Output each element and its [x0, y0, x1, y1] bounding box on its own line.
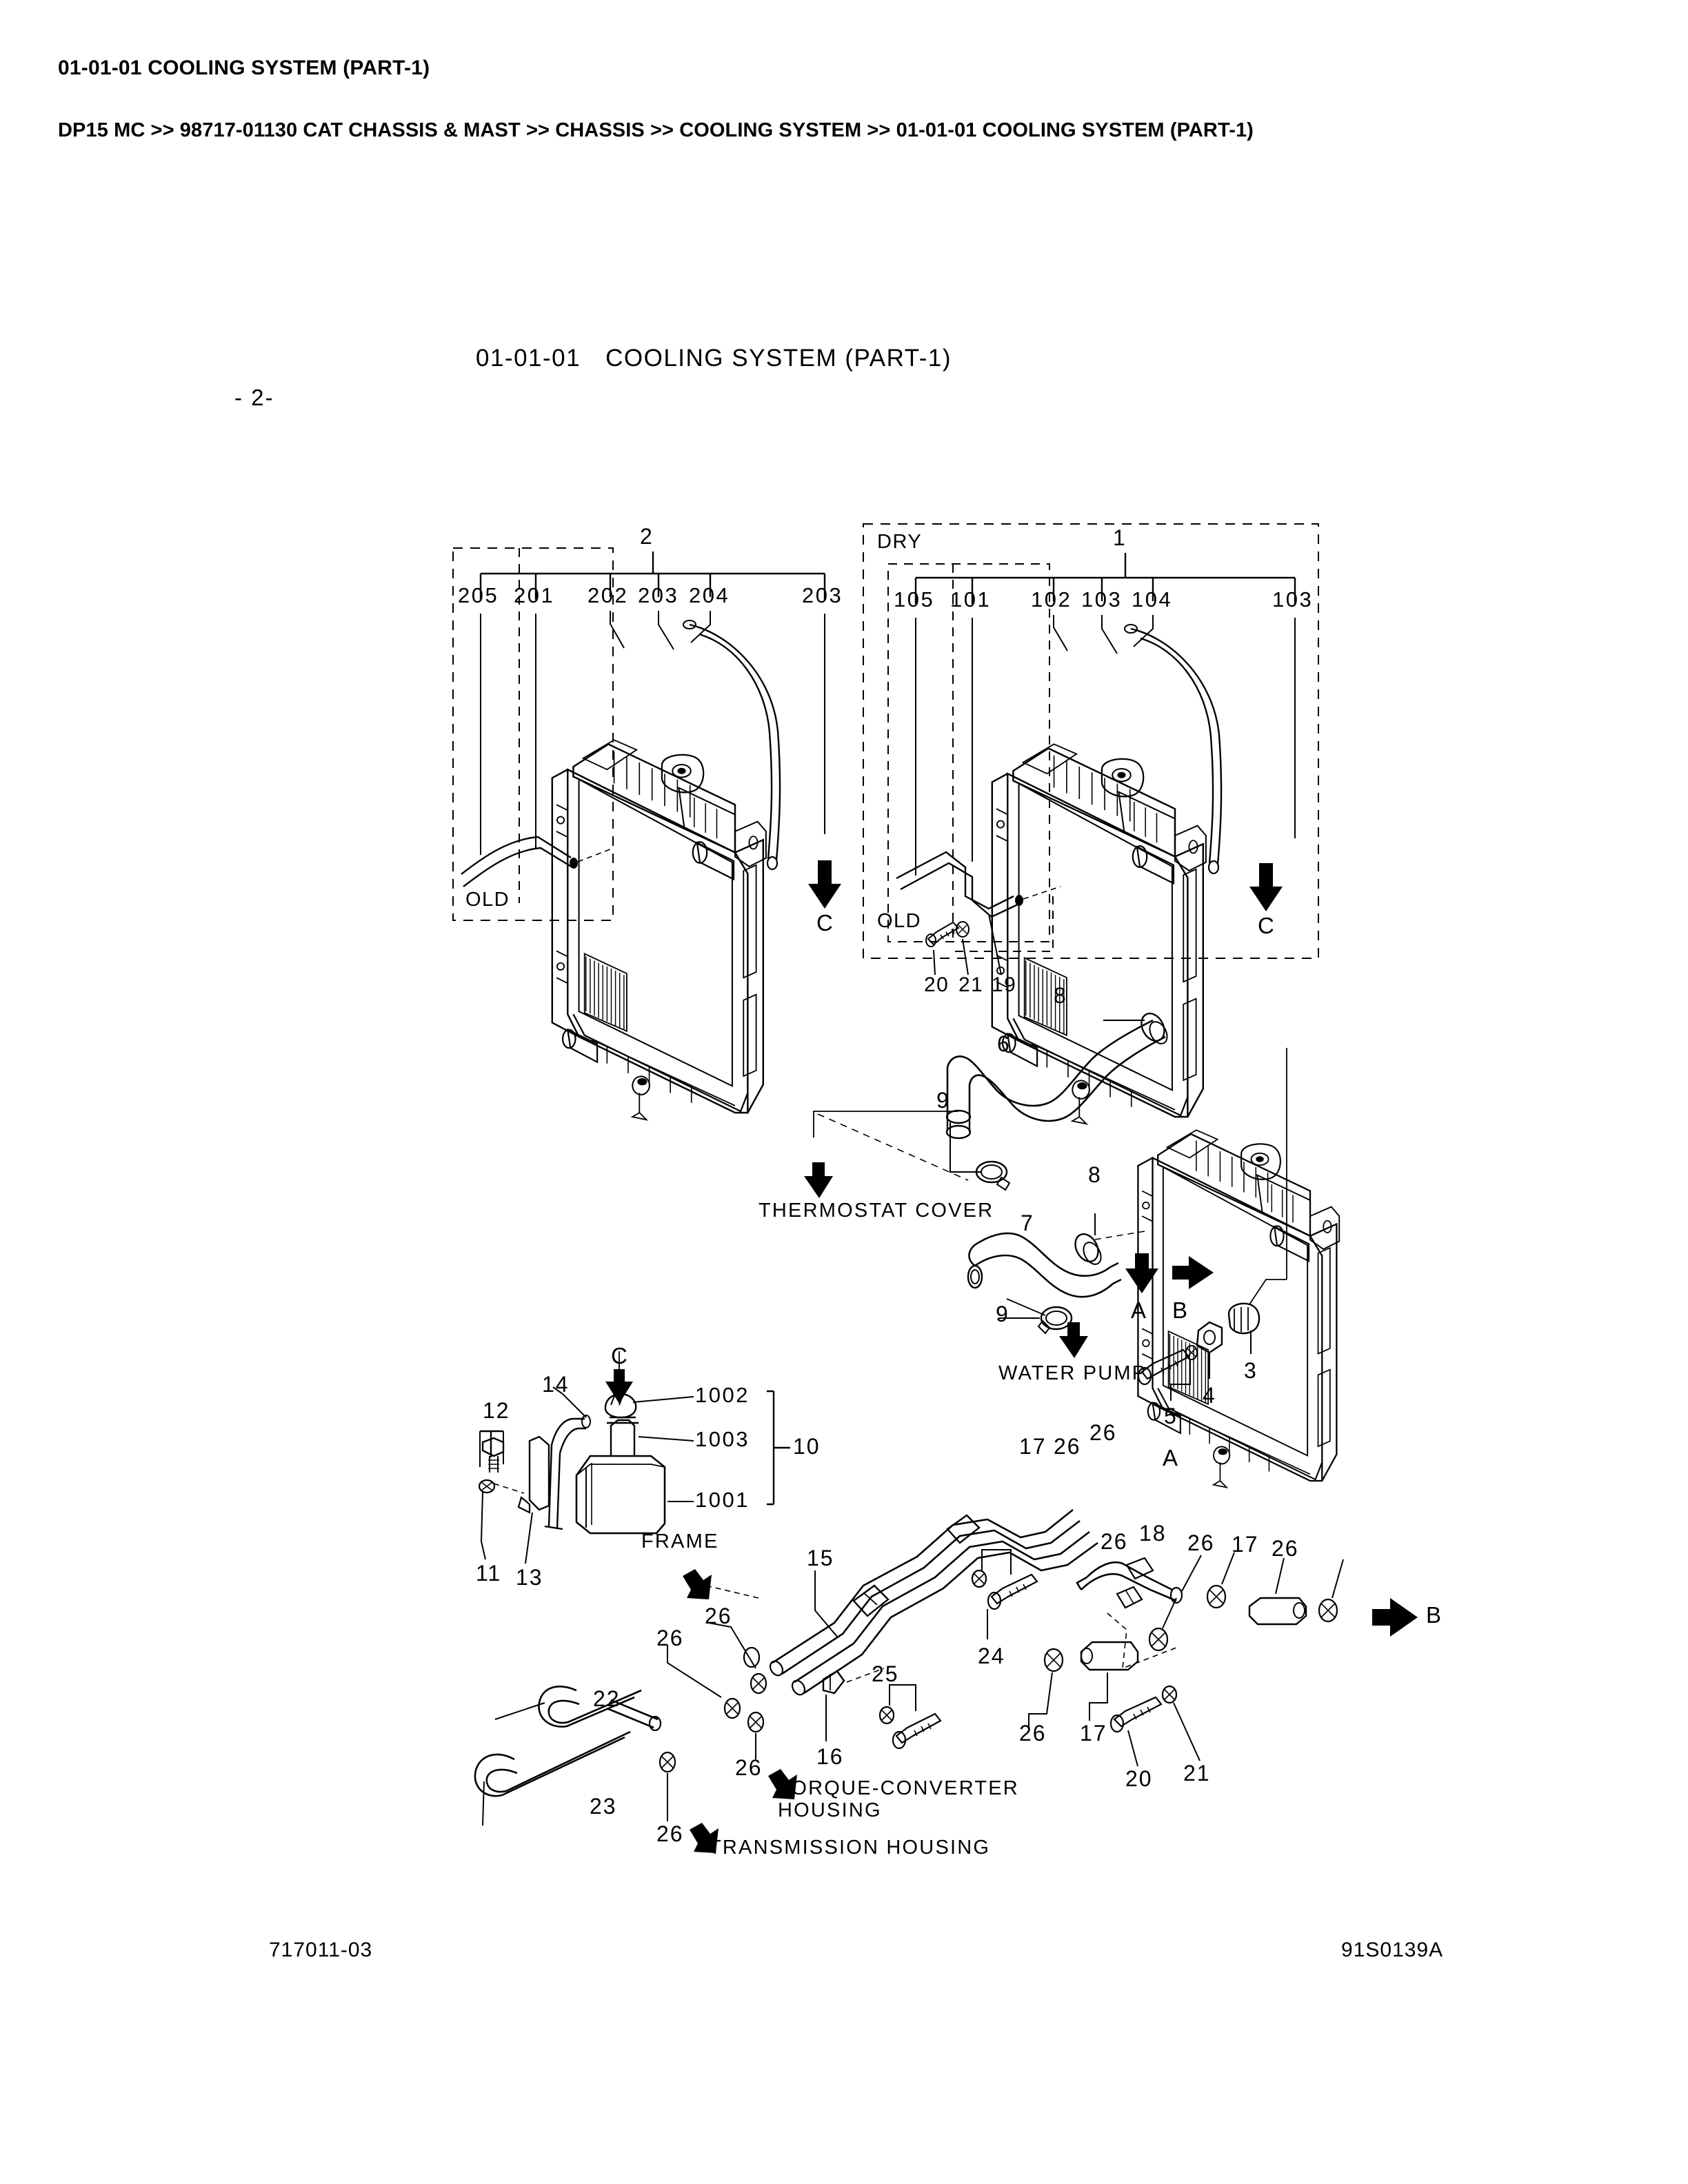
- item-24: 24: [978, 1644, 1005, 1668]
- tag-old-left: OLD: [465, 889, 510, 911]
- item-20-upper: 20: [924, 973, 950, 996]
- oring-26-d: 26: [656, 1821, 684, 1846]
- oring-26-h: 26: [1019, 1721, 1047, 1746]
- section-label-transmission-housing: TRANSMISSION HOUSING: [709, 1837, 991, 1859]
- callout-right-assembly: 1: [1113, 525, 1127, 550]
- item-20-lower: 20: [1125, 1766, 1153, 1791]
- leader-201: 201: [514, 583, 555, 607]
- leader-102: 102: [1031, 587, 1072, 611]
- leader-104: 104: [1132, 587, 1173, 611]
- section-label-frame: FRAME: [641, 1530, 719, 1553]
- item-12: 12: [483, 1398, 510, 1423]
- item-8-mid: 8: [1088, 1162, 1102, 1187]
- item-25: 25: [872, 1661, 899, 1686]
- leader-205: 205: [458, 583, 499, 607]
- leader-101: 101: [950, 587, 992, 611]
- oring-26-j: 26: [1089, 1420, 1117, 1445]
- breadcrumb: DP15 MC >> 98717-01130 CAT CHASSIS & MAS…: [58, 119, 1254, 141]
- leader-203-a: 203: [638, 583, 679, 607]
- leader-203-b: 203: [802, 583, 843, 607]
- arrow-mark-c-reservoir: C: [611, 1343, 628, 1368]
- item-21-upper: 21: [958, 973, 984, 996]
- arrow-mark-a-mid: A: [1131, 1297, 1147, 1323]
- torque-converter-line2: HOUSING: [778, 1799, 882, 1822]
- drawing-code: 01-01-01: [476, 345, 581, 372]
- oring-26-i: 26: [1054, 1434, 1081, 1459]
- tag-old-right: OLD: [877, 910, 922, 932]
- right-assembly-group: [863, 523, 1319, 1125]
- arrow-mark-c-right: C: [1258, 913, 1275, 938]
- leader-202: 202: [587, 583, 629, 607]
- drawing-title: 01-01-01 COOLING SYSTEM (PART-1): [476, 345, 952, 372]
- leader-103-a: 103: [1081, 587, 1123, 611]
- item-18: 18: [1139, 1521, 1167, 1546]
- oring-26-g: 26: [1101, 1529, 1128, 1554]
- arrow-mark-c-left: C: [816, 910, 834, 936]
- tag-dry: DRY: [877, 531, 923, 553]
- page-title: 01-01-01 COOLING SYSTEM (PART-1): [58, 57, 430, 79]
- oring-26-e: 26: [1187, 1530, 1215, 1555]
- subitem-1001: 1001: [695, 1488, 750, 1512]
- footer-right-code: 91S0139A: [1341, 1939, 1444, 1961]
- item-21-lower: 21: [1183, 1761, 1211, 1786]
- section-label-thermostat-cover: THERMOSTAT COVER: [758, 1200, 994, 1222]
- subitem-1002: 1002: [695, 1383, 750, 1407]
- leader-103-b: 103: [1272, 587, 1314, 611]
- item-13: 13: [516, 1565, 543, 1590]
- oring-26-f: 26: [1272, 1536, 1299, 1561]
- callout-reservoir-group: 10: [793, 1434, 821, 1459]
- section-label-torque-converter-housing: TORQUE-CONVERTER HOUSING: [778, 1777, 1019, 1822]
- arrow-mark-b-mid: B: [1172, 1297, 1189, 1323]
- section-label-water-pump: WATER PUMP: [998, 1362, 1147, 1384]
- arrow-mark-a-lower: A: [1163, 1445, 1179, 1470]
- oring-26-c: 26: [735, 1755, 763, 1780]
- arrow-mark-b-lower: B: [1426, 1602, 1443, 1628]
- item-17-b: 17: [1080, 1721, 1107, 1746]
- torque-converter-line1: TORQUE-CONVERTER: [778, 1777, 1019, 1799]
- item-4: 4: [1203, 1383, 1216, 1408]
- item-14: 14: [542, 1372, 570, 1397]
- item-17-c: 17: [1019, 1434, 1047, 1459]
- item-8-top: 8: [1054, 983, 1067, 1008]
- item-5: 5: [1164, 1404, 1178, 1428]
- item-19: 19: [992, 973, 1017, 996]
- leader-204: 204: [689, 583, 730, 607]
- footer-left-code: 717011-03: [269, 1939, 373, 1961]
- item-11: 11: [476, 1561, 502, 1586]
- leader-105: 105: [894, 587, 935, 611]
- item-6: 6: [997, 1031, 1011, 1056]
- item-16: 16: [816, 1744, 844, 1769]
- oring-26-b: 26: [656, 1626, 684, 1650]
- drawing-name: COOLING SYSTEM (PART-1): [605, 345, 952, 372]
- callout-left-assembly: 2: [640, 524, 654, 549]
- item-9-lower: 9: [996, 1302, 1009, 1326]
- middle-hose-group: [804, 1012, 1340, 1488]
- subitem-1003: 1003: [695, 1427, 750, 1451]
- item-22: 22: [593, 1686, 621, 1711]
- item-9-upper: 9: [936, 1088, 950, 1113]
- page-number: - 2-: [234, 385, 274, 410]
- item-7: 7: [1021, 1211, 1034, 1235]
- item-15: 15: [807, 1546, 834, 1570]
- oring-26-a: 26: [705, 1604, 732, 1628]
- item-3: 3: [1244, 1358, 1258, 1383]
- left-assembly-group: [452, 547, 841, 1121]
- item-17-a: 17: [1232, 1532, 1259, 1557]
- item-23: 23: [590, 1794, 617, 1819]
